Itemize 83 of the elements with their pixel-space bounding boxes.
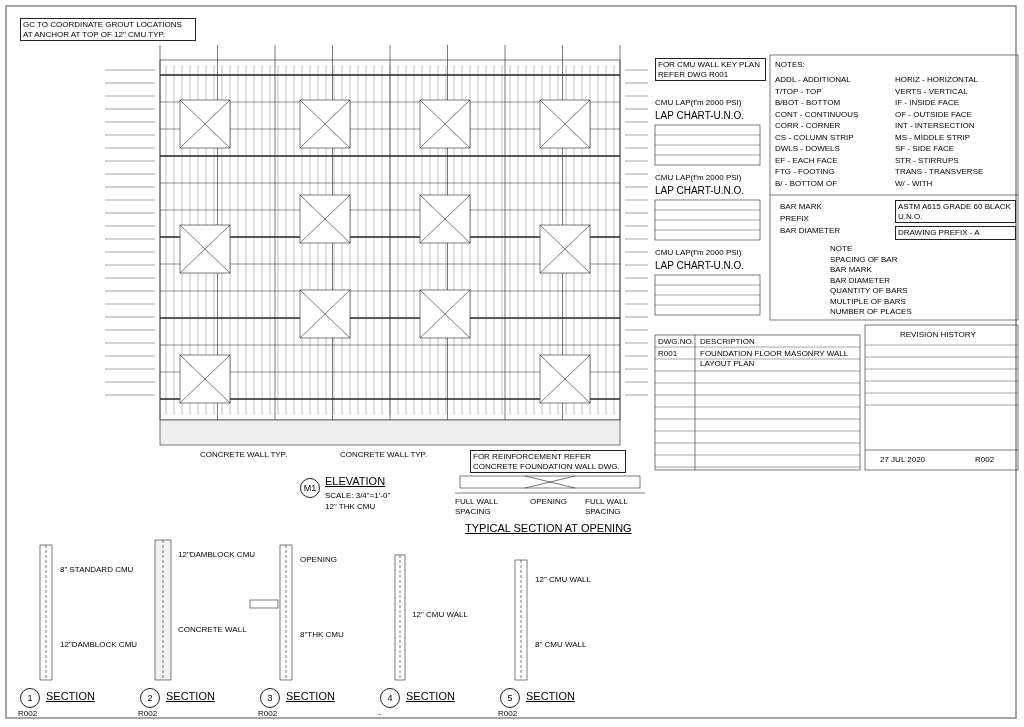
callout-text: 12" CMU WALL — [412, 610, 469, 620]
view-title: SECTION — [286, 690, 336, 704]
scale-note: SCALE: 3/4"=1'-0" — [325, 491, 392, 501]
notes-heading: NOTES: — [775, 60, 806, 70]
abbreviation-text: FTG - FOOTING — [775, 167, 836, 177]
sheet-reference: - — [378, 709, 382, 719]
callout-text: 12"DAMBLOCK CMU — [60, 640, 139, 650]
callout-text: BAR DIAMETER — [830, 275, 891, 286]
view-title: SECTION — [406, 690, 456, 704]
chart-heading: CMU LAP(f'm 2000 PSI) — [655, 98, 743, 108]
chart-heading: CMU LAP(f'm 2000 PSI) — [655, 248, 743, 258]
abbreviation-text: OF - OUTSIDE FACE — [895, 109, 973, 120]
sheet-reference: R002 — [18, 709, 39, 719]
lap-chart-title: LAP CHART-U.N.O. — [655, 260, 746, 272]
abbreviation-text: IF - INSIDE FACE — [895, 98, 960, 108]
abbreviation-text: EF - EACH FACE — [775, 155, 839, 166]
note-text: DRAWING PREFIX - A — [895, 226, 1016, 240]
callout-text: CONCRETE WALL — [178, 625, 248, 635]
abbreviation-text: MS - MIDDLE STRIP — [895, 132, 972, 143]
table-cell-text: FOUNDATION FLOOR MASONRY WALL LAYOUT PLAN — [700, 349, 849, 369]
abbreviation-text: T/TOP - TOP — [775, 86, 823, 97]
abbreviation-text: B/ - BOTTOM OF — [775, 178, 839, 189]
section-callout-bubble: 5 — [500, 688, 520, 708]
table-cell-text: R001 — [658, 349, 679, 359]
wall-label: CONCRETE WALL TYP. — [200, 450, 289, 460]
sheet-reference: R002 — [258, 709, 279, 719]
callout-text: NOTE — [830, 244, 854, 254]
callout-text: 8"THK CMU — [300, 630, 345, 640]
abbreviation-text: ADDL - ADDITIONAL — [775, 75, 852, 85]
sheet-reference: R002 — [138, 709, 159, 719]
view-title: TYPICAL SECTION AT OPENING — [465, 522, 633, 536]
dimension-label: OPENING — [530, 497, 568, 507]
table-heading: REVISION HISTORY — [900, 330, 977, 340]
sheet-reference: R002 — [498, 709, 519, 719]
abbreviation-text: CS - COLUMN STRIP — [775, 132, 855, 143]
view-title: SECTION — [46, 690, 96, 704]
view-title: SECTION — [526, 690, 576, 704]
callout-text: BAR MARK — [830, 265, 873, 275]
abbreviation-text: INT - INTERSECTION — [895, 121, 976, 131]
section-callout-bubble: M1 — [300, 478, 320, 498]
section-callout-bubble: 4 — [380, 688, 400, 708]
view-title: SECTION — [166, 690, 216, 704]
callout-text: 8" CMU WALL — [535, 640, 588, 650]
abbreviation-text: W/ - WITH — [895, 178, 934, 189]
callout-text: NUMBER OF PLACES — [830, 307, 913, 317]
note-text: GC TO COORDINATE GROUT LOCATIONS AT ANCHOR AT TOP OF 12" CMU TYP. — [20, 18, 196, 42]
callout-text: BAR DIAMETER — [780, 226, 841, 236]
abbreviation-text: DWLS - DOWELS — [775, 144, 841, 154]
callout-text: 12"DAMBLOCK CMU — [178, 550, 257, 560]
abbreviation-text: CONT - CONTINUOUS — [775, 109, 860, 120]
lap-chart-title: LAP CHART-U.N.O. — [655, 185, 746, 197]
wall-label: CONCRETE WALL TYP. — [340, 450, 429, 460]
callout-text: PREFIX — [780, 214, 810, 224]
chart-heading: CMU LAP(f'm 2000 PSI) — [655, 173, 743, 183]
callout-text: BAR MARK — [780, 202, 823, 212]
lap-chart-title: LAP CHART-U.N.O. — [655, 110, 746, 122]
table-cell: DWG.NO. — [658, 337, 694, 347]
abbreviation-text: STR - STIRRUPS — [895, 155, 960, 166]
callout-text: OPENING — [300, 555, 338, 565]
section-callout-bubble: 3 — [260, 688, 280, 708]
abbreviation-text: CORR - CORNER — [775, 121, 842, 131]
callout-text: 8" STANDARD CMU — [60, 565, 135, 575]
callout-text: QUANTITY OF BARS — [830, 286, 909, 296]
note-text: FOR CMU WALL KEY PLAN REFER DWG R001 — [655, 58, 766, 82]
note-text: FOR REINFORCEMENT REFER CONCRETE FOUNDATION WALL DWG. — [470, 450, 626, 474]
abbreviation-text: HORIZ - HORIZONTAL — [895, 75, 979, 85]
section-callout-bubble: 2 — [140, 688, 160, 708]
callout-text: MULTIPLE OF BARS — [830, 296, 907, 307]
abbreviation-text: TRANS - TRANSVERSE — [895, 167, 985, 177]
sheet-number: R002 — [975, 455, 996, 465]
abbreviation-text: VERTS - VERTICAL — [895, 86, 969, 97]
note-text: ASTM A615 GRADE 60 BLACK U.N.O. — [895, 200, 1016, 224]
callout-text: SPACING OF BAR — [830, 254, 899, 265]
callout-text: 12" CMU WALL — [535, 575, 592, 585]
section-callout-bubble: 1 — [20, 688, 40, 708]
abbreviation-text: B/BOT - BOTTOM — [775, 98, 842, 108]
table-cell-text: DESCRIPTION — [700, 337, 756, 347]
wall-label: 12" THK CMU — [325, 502, 377, 512]
view-title: ELEVATION — [325, 475, 387, 489]
dimension-label: FULL WALL SPACING — [585, 497, 629, 517]
abbreviation-text: SF - SIDE FACE — [895, 144, 956, 154]
date-text: 27 JUL 2020 — [880, 455, 927, 465]
dimension-label: FULL WALL SPACING — [455, 497, 499, 517]
